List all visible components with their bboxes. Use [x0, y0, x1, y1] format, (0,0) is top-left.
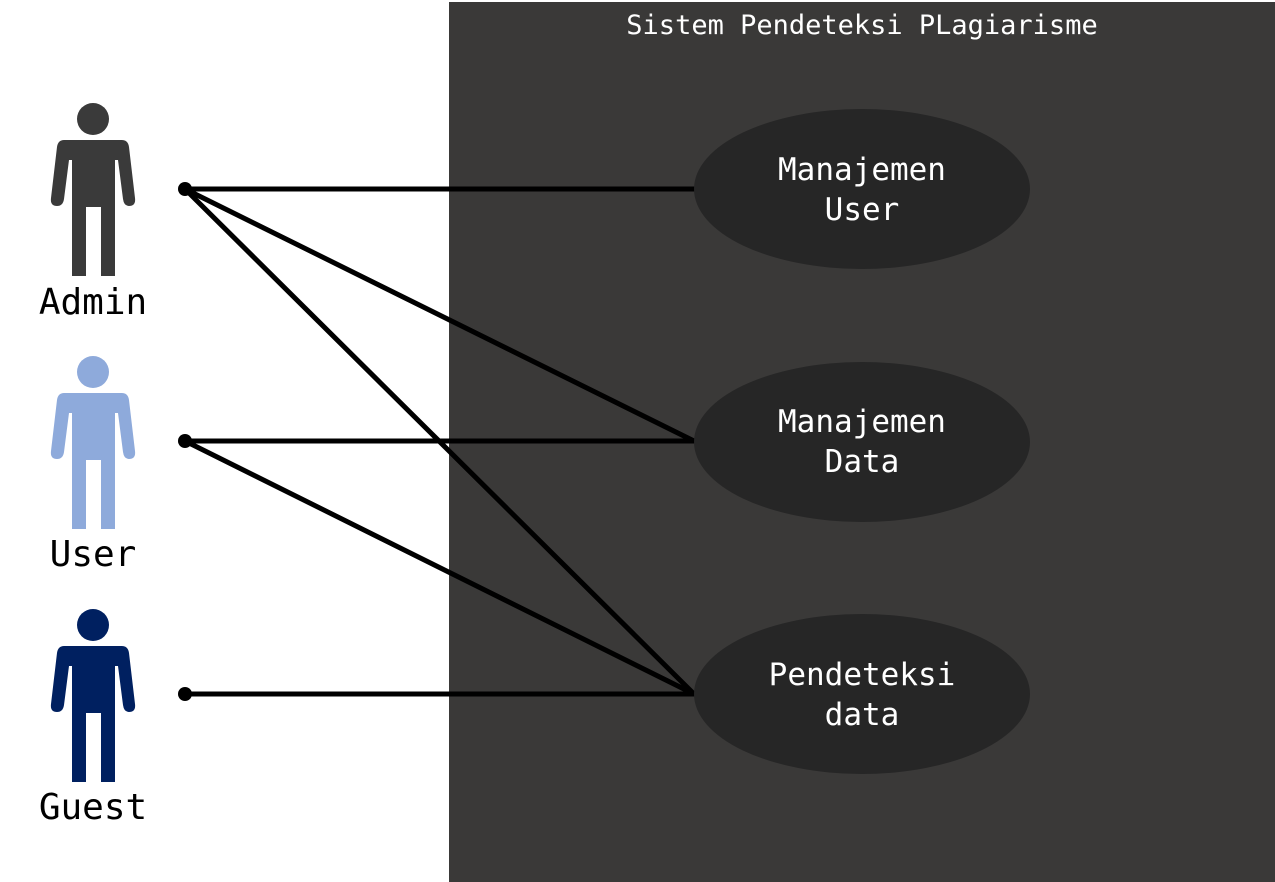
association-endpoint-dot [178, 182, 192, 196]
association-line-admin-manajemen-data [182, 186, 697, 444]
use-case-label-line-2: Data [825, 444, 900, 480]
use-case-manajemen-data[interactable]: Manajemen Data [694, 362, 1030, 522]
use-case-ellipse [694, 614, 1030, 774]
person-icon [50, 609, 136, 782]
use-case-label-line-2: data [825, 697, 900, 733]
actor-label: User [50, 534, 137, 575]
use-case-label-line-2: User [825, 192, 900, 228]
actor-admin[interactable]: Admin [39, 103, 147, 323]
use-case-ellipse [694, 109, 1030, 269]
association-endpoint-dot [178, 687, 192, 701]
person-icon [50, 103, 136, 276]
use-case-label-line-1: Pendeteksi [769, 657, 956, 693]
person-icon [50, 356, 136, 529]
association-line-user-pendeteksi-data [182, 438, 697, 697]
association-lines [178, 182, 697, 701]
use-case-pendeteksi-data[interactable]: Pendeteksi data [694, 614, 1030, 774]
system-title: Sistem Pendeteksi PLagiarisme [626, 10, 1097, 41]
use-case-label-line-1: Manajemen [778, 404, 946, 440]
actor-label: Admin [39, 282, 147, 323]
use-case-manajemen-user[interactable]: Manajemen User [694, 109, 1030, 269]
use-case-ellipse [694, 362, 1030, 522]
actor-user[interactable]: User [50, 356, 137, 575]
association-endpoint-dot [178, 434, 192, 448]
actor-guest[interactable]: Guest [39, 609, 147, 828]
use-case-label-line-1: Manajemen [778, 152, 946, 188]
actor-label: Guest [39, 787, 147, 828]
